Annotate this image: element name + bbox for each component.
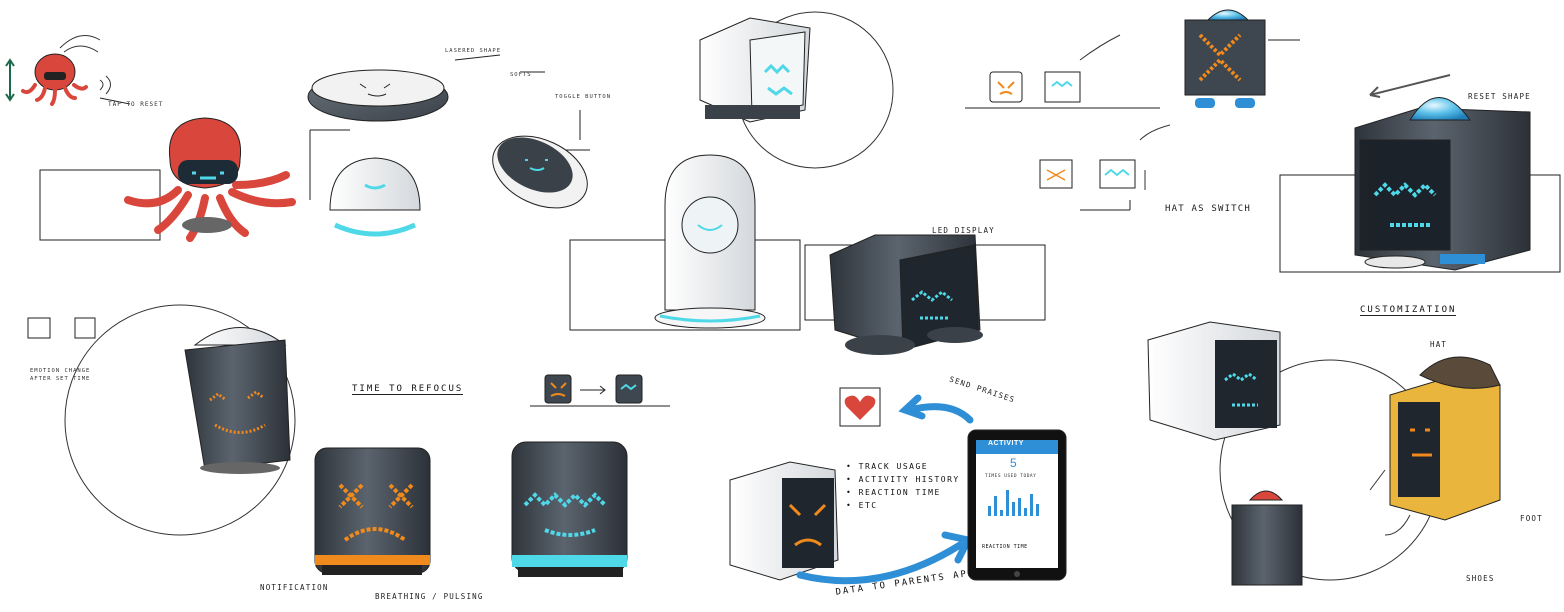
annotation-breathing-pulsing: BREATHING / PULSING (375, 592, 484, 601)
list-item: ACTIVITY HISTORY (846, 473, 960, 486)
hat-switch-sketch-icon (1039, 124, 1171, 211)
annotation-reset-shape: RESET SHAPE (1468, 92, 1531, 101)
annotation-customization: CUSTOMIZATION (1360, 305, 1457, 316)
phone-sub: TIMES USED TODAY (985, 474, 1037, 479)
reset-tap-sketch-icon (965, 34, 1160, 109)
annotation-led-display: LED DISPLAY (932, 226, 995, 235)
white-cube-robot-icon (699, 11, 894, 169)
svg-text:LASERED SHAPE: LASERED SHAPE (445, 48, 501, 54)
svg-text:SOFTS: SOFTS (510, 72, 532, 78)
angry-cube-robot-icon (729, 461, 839, 581)
customization-robots-icon (1147, 321, 1501, 586)
emotion-swap-icon (530, 374, 670, 407)
standing-robot-icon (1184, 9, 1300, 108)
sad-cylinder-robot-icon (314, 447, 431, 575)
svg-text:AFTER SET TIME: AFTER SET TIME (30, 376, 90, 382)
svg-text:TAP TO RESET: TAP TO RESET (108, 101, 163, 108)
octopus-robot-icon (39, 117, 296, 242)
happy-cylinder-robot-icon (511, 441, 628, 577)
send-praises-arrow-icon (898, 394, 974, 424)
heart-cube-icon (839, 387, 881, 427)
annotation-hat: HAT (1430, 340, 1448, 349)
list-item: REACTION TIME (846, 486, 960, 499)
puck-robot-icon (307, 54, 590, 237)
capsule-robot-icon (569, 154, 801, 331)
list-item: ETC (846, 499, 960, 512)
phone-app-icon (967, 429, 1067, 581)
dome-cube-robot-icon (1279, 74, 1561, 273)
app-feature-list: TRACK USAGE ACTIVITY HISTORY REACTION TI… (846, 460, 960, 512)
svg-text:TOGGLE BUTTON: TOGGLE BUTTON (555, 94, 611, 100)
phone-header: ACTIVITY (988, 440, 1024, 447)
annotation-time-to-refocus: TIME TO REFOCUS (352, 384, 464, 395)
phone-big-number: 5 (1010, 456, 1017, 470)
cylinder-cap-robot-icon (27, 304, 296, 536)
octopus-small-icon (5, 35, 131, 106)
svg-text:EMOTION CHANGE: EMOTION CHANGE (30, 368, 90, 374)
list-item: TRACK USAGE (846, 460, 960, 473)
grey-cube-robot-icon (804, 234, 1046, 355)
phone-caption: REACTION TIME (982, 544, 1028, 550)
annotation-shoes: SHOES (1466, 574, 1495, 583)
annotation-foot: FOOT (1520, 514, 1543, 523)
annotation-hat-as-switch: HAT AS SWITCH (1165, 204, 1252, 214)
annotation-notification: NOTIFICATION (260, 583, 329, 592)
